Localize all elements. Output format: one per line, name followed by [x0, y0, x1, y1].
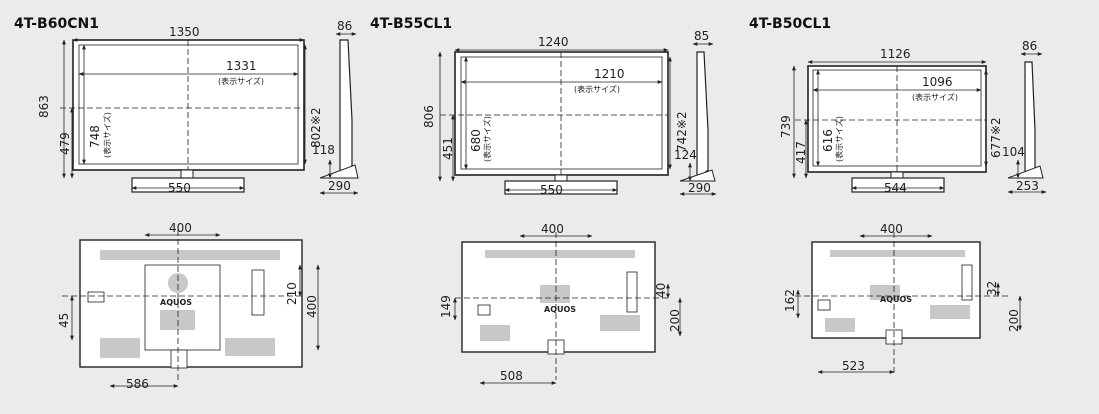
dim-vesa-width: 400 [169, 221, 192, 235]
front-view: 1240 1210 (表示サイズ) 806 451 680 (表示サイズ) 74… [422, 35, 689, 197]
tv-front-screen [78, 44, 299, 165]
dim-total-height: 863 [37, 95, 51, 118]
display-height-note: (表示サイズ) [834, 116, 844, 162]
dim-terminal-height: 149 [439, 295, 453, 318]
dim-stand-width: 550 [168, 181, 191, 195]
dim-center-height: 417 [794, 141, 808, 164]
rear-logo: AQUOS [544, 305, 576, 314]
tv-front-frame [454, 51, 669, 176]
tv-front-frame [72, 39, 305, 171]
display-size-note: (表示サイズ) [574, 84, 620, 94]
model-title: 4T-B50CL1 [749, 16, 831, 32]
model-title: 4T-B60CN1 [14, 16, 99, 32]
dim-total-height: 806 [422, 105, 436, 128]
rear-terminal [251, 269, 265, 316]
dim-stand-depth: 290 [328, 179, 351, 193]
dim-total-width: 1126 [880, 47, 911, 61]
dim-vesa-width: 400 [880, 222, 903, 236]
tv-front-screen [460, 56, 663, 170]
dim-depth: 86 [1022, 39, 1037, 53]
dim-vesa-offset: 40 [654, 283, 668, 298]
rear-panel [100, 338, 140, 358]
dim-height-with-stand: 802※2 [309, 107, 323, 148]
model-title: 4T-B55CL1 [370, 16, 452, 32]
display-size-note: (表示サイズ) [912, 92, 958, 102]
dim-center-height: 479 [58, 132, 72, 155]
display-height-note: (表示サイズ) [482, 116, 492, 162]
stand-neck [180, 169, 194, 179]
dim-stand-depth: 290 [688, 181, 711, 195]
rear-label [100, 250, 280, 260]
dim-offset-width: 586 [126, 377, 149, 391]
front-view: 1350 1331 (表示サイズ) 863 479 748 (表示サイズ) 80… [37, 25, 323, 195]
dim-terminal-height: 45 [57, 313, 71, 328]
dim-stand-width: 544 [884, 181, 907, 195]
dim-vesa-offset: 32 [985, 281, 999, 296]
dim-vesa-height: 400 [305, 295, 319, 318]
rear-panel [225, 338, 275, 356]
dim-offset-width: 523 [842, 359, 865, 373]
dim-stand-depth: 253 [1016, 179, 1039, 193]
dim-display-width: 1331 [226, 59, 257, 73]
dim-height-with-stand: 742※2 [675, 111, 689, 152]
dim-center-height: 451 [441, 137, 455, 160]
rear-view: AQUOS 400 32 200 162 523 [783, 222, 1022, 376]
dim-offset-width: 508 [500, 369, 523, 383]
dim-display-height: 748 [88, 125, 102, 148]
side-view: 86 118 290 [312, 19, 359, 195]
rear-logo: AQUOS [160, 298, 192, 307]
dim-display-height: 616 [821, 129, 835, 152]
rear-terminal [87, 291, 105, 303]
dim-total-width: 1350 [169, 25, 200, 39]
rear-screw-hole [168, 273, 188, 293]
rear-logo: AQUOS [880, 295, 912, 304]
dim-depth: 85 [694, 29, 709, 43]
model-4t-b55cl1: 4T-B55CL1 1240 1210 (表示サイズ) 806 451 680 … [370, 16, 717, 385]
dim-total-height: 739 [779, 115, 793, 138]
rear-view: AQUOS 400 40 200 149 508 [439, 222, 682, 385]
display-height-note: (表示サイズ) [102, 112, 112, 158]
dim-vesa-offset: 210 [285, 282, 299, 305]
side-view: 85 124 290 [674, 29, 717, 196]
rear-stand-neck [170, 349, 188, 369]
dim-total-width: 1240 [538, 35, 569, 49]
dim-vesa-height: 200 [1007, 309, 1021, 332]
dim-display-height: 680 [469, 129, 483, 152]
dim-display-width: 1210 [594, 67, 625, 81]
dim-display-width: 1096 [922, 75, 953, 89]
dim-vesa-height: 200 [668, 309, 682, 332]
rear-view: AQUOS 400 210 400 45 586 [57, 221, 320, 391]
dim-vesa-width: 400 [541, 222, 564, 236]
display-size-note: (表示サイズ) [218, 76, 264, 86]
stand-side [319, 164, 359, 179]
front-view: 1126 1096 (表示サイズ) 739 417 616 (表示サイズ) 67… [779, 47, 1003, 195]
side-view: 86 104 253 [1002, 39, 1047, 194]
rear-panel [160, 310, 195, 330]
dim-height-with-stand: 677※2 [989, 117, 1003, 158]
model-4t-b50cl1: 4T-B50CL1 1126 1096 (表示サイズ) 739 417 616 … [749, 16, 1047, 376]
model-4t-b60cn1: 4T-B60CN1 1350 1331 (表示サイズ) 863 479 748 … [14, 16, 359, 391]
dim-stand-width: 550 [540, 183, 563, 197]
dim-stand-height: 118 [312, 143, 335, 157]
dim-stand-height: 124 [674, 148, 697, 162]
dim-stand-height: 104 [1002, 145, 1025, 159]
tv-side-profile [339, 39, 353, 173]
dim-depth: 86 [337, 19, 352, 33]
dim-terminal-height: 162 [783, 289, 797, 312]
